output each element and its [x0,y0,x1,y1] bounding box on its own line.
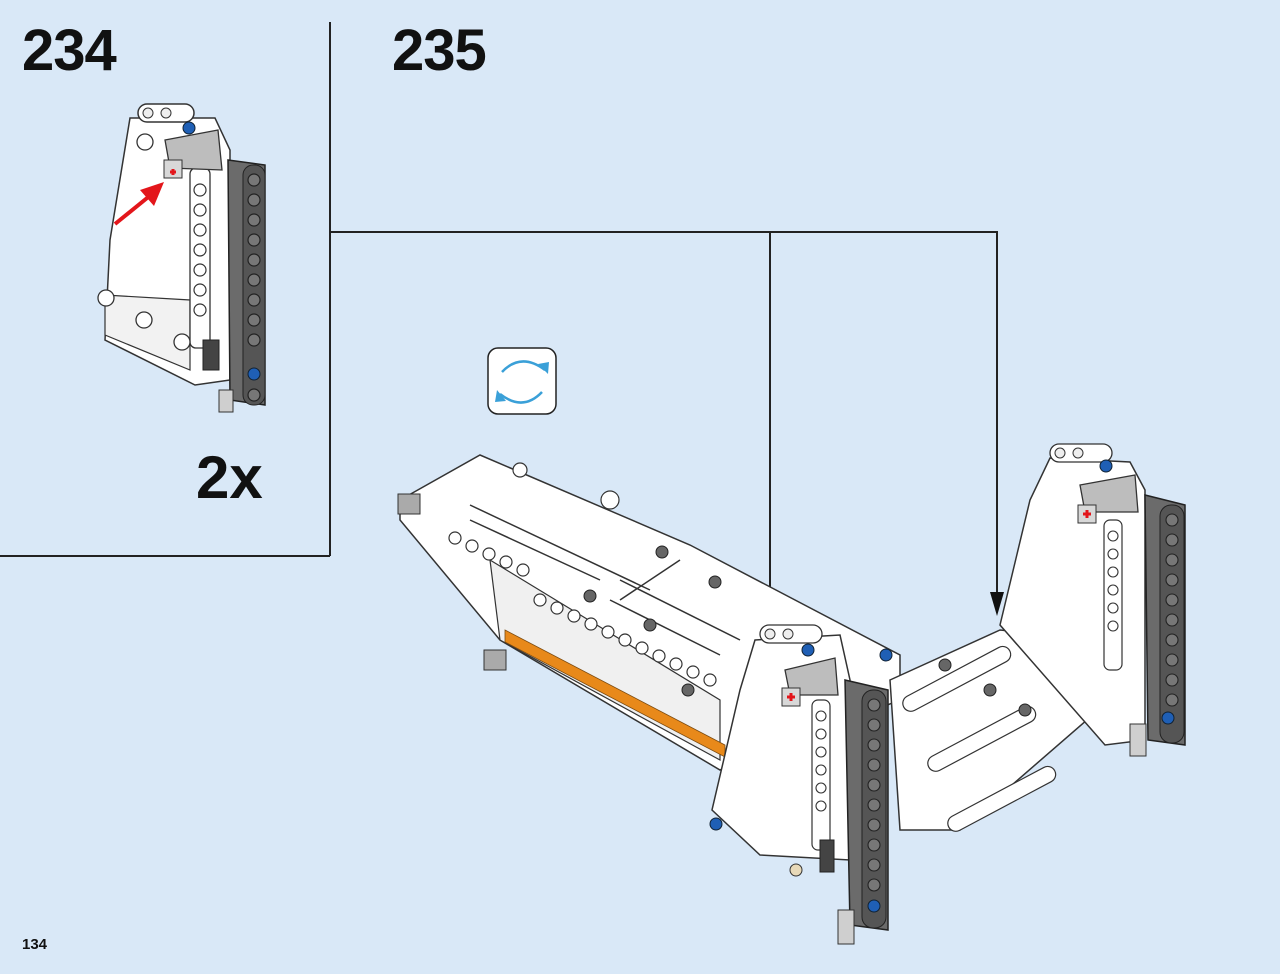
red-pointer-arrow-icon [113,182,164,226]
rotate-model-icon [487,347,557,415]
pointer-arrowhead-right [990,592,1004,616]
sub-assembly-panel [97,103,266,413]
page-number: 134 [22,936,48,953]
quantity-multiplier: 2x [196,444,263,511]
assembly-pointer-lines [330,231,998,612]
step-number-234: 234 [22,18,117,83]
step-number-235: 235 [392,18,487,83]
main-assembly [397,443,1186,945]
